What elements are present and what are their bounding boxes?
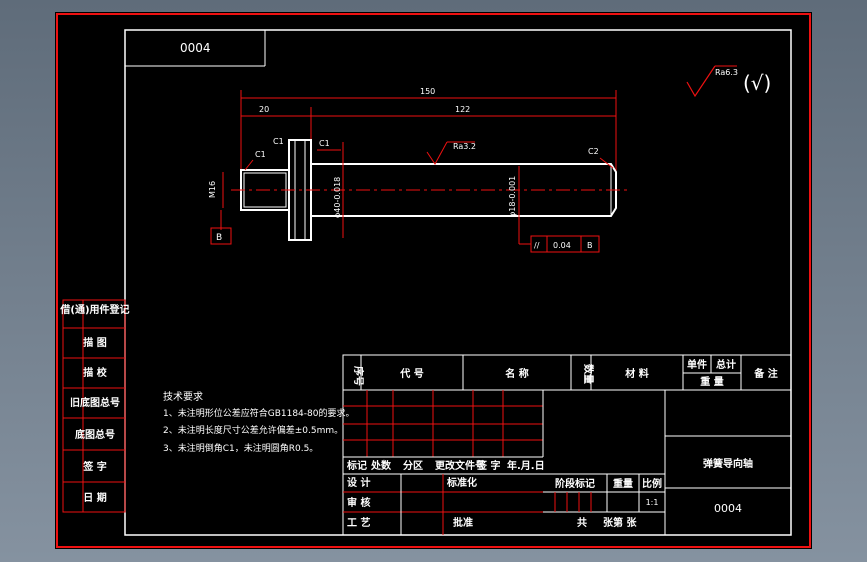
hdr-name: 名 称 [505, 367, 528, 380]
drawing-sheet: 0004 借(通)用件登记 描 图 描 校 旧底图总号 底图总号 签 字 日 期… [55, 12, 812, 549]
shaft-drawing: 150 20 122 C1 C1 C1 C2 Ra3.2 M16 φ40-0.0… [208, 87, 627, 253]
rev-label-zone: 分区 [403, 459, 423, 472]
chamfer-shoulder-left: C1 [273, 137, 284, 146]
top-number-box: 0004 [125, 30, 266, 67]
surface-roughness-note: Ra6.3 (√) [686, 65, 771, 98]
part-number: 0004 [714, 502, 742, 515]
rev-label-count: 处数 [370, 459, 392, 472]
hdr-qty: 数量 [582, 364, 595, 384]
rev-label-sign: 签 字 [476, 459, 500, 472]
side-label-0: 借(通)用件登记 [59, 303, 129, 316]
chamfer-left: C1 [255, 150, 266, 159]
part-name: 弹簧导向轴 [703, 457, 753, 470]
outer-frame [56, 13, 811, 548]
hdr-code: 代 号 [399, 367, 423, 380]
hdr-total: 总计 [716, 358, 736, 371]
hdr-seq: 序号 [352, 366, 365, 386]
stage-scale: 比例 [642, 477, 662, 490]
title-block: 序号 代 号 名 称 数量 材 料 单件 总计 重 量 备 注 标记 处数 分区… [342, 354, 792, 536]
side-label-5: 签 字 [82, 460, 106, 473]
chamfer-right: C2 [588, 147, 599, 156]
dim-right-length: 122 [455, 105, 470, 114]
top-drawing-number: 0004 [180, 41, 211, 55]
role-approve: 批准 [453, 516, 473, 529]
tolerance-datum: B [587, 241, 593, 250]
technical-requirements: 技术要求 1、未注明形位公差应符合GB1184-80的要求。 2、未注明长度尺寸… [163, 390, 354, 454]
dim-overall-length: 150 [420, 87, 435, 96]
hdr-material: 材 料 [625, 367, 648, 380]
side-label-1: 描 图 [83, 336, 106, 349]
role-standardize: 标准化 [446, 476, 477, 489]
side-label-6: 日 期 [83, 491, 106, 504]
rev-label-docno: 更改文件号 [435, 459, 485, 472]
roughness-symbol-icon [686, 65, 716, 98]
tech-req-line-3: 3、未注明倒角C1，未注明圆角R0.5。 [163, 442, 318, 454]
chamfer-shoulder-right: C1 [319, 139, 330, 148]
shaft-diameter: φ18-0.001 [508, 176, 517, 217]
stage-weight: 重量 [613, 477, 633, 490]
shaft-roughness: Ra3.2 [453, 142, 476, 151]
stage-scale-value: 1:1 [646, 498, 659, 507]
hdr-remark: 备 注 [753, 367, 777, 380]
hdr-weight: 重 量 [700, 375, 723, 388]
role-process: 工 艺 [347, 516, 370, 529]
side-label-4: 底图总号 [75, 428, 115, 441]
datum-label: B [216, 233, 222, 243]
tolerance-symbol: // [534, 241, 540, 250]
roughness-bracket-check: (√) [743, 71, 771, 95]
collar-diameter: φ40-0.018 [333, 177, 342, 218]
left-side-strip: 借(通)用件登记 描 图 描 校 旧底图总号 底图总号 签 字 日 期 [59, 299, 130, 513]
rev-label-date: 年.月.日 [507, 459, 545, 472]
rev-label-mark: 标记 [346, 459, 367, 472]
sheet-current: 张第 张 [603, 516, 637, 529]
tech-req-line-2: 2、未注明长度尺寸公差允许偏差±0.5mm。 [163, 424, 343, 436]
role-design: 设 计 [347, 476, 370, 489]
role-review: 审 核 [347, 496, 370, 509]
drawing-canvas: 0004 借(通)用件登记 描 图 描 校 旧底图总号 底图总号 签 字 日 期… [56, 13, 811, 548]
sheet-total: 共 [577, 516, 587, 529]
thread-size: M16 [208, 181, 217, 198]
tech-req-line-1: 1、未注明形位公差应符合GB1184-80的要求。 [163, 407, 354, 419]
tech-req-title: 技术要求 [163, 390, 203, 403]
stage-mark: 阶段标记 [555, 477, 595, 490]
side-label-2: 描 校 [83, 366, 107, 379]
side-label-3: 旧底图总号 [70, 396, 120, 409]
tolerance-value: 0.04 [553, 241, 571, 250]
hdr-unit: 单件 [687, 358, 707, 371]
dim-left-length: 20 [259, 105, 269, 114]
roughness-value: Ra6.3 [715, 68, 738, 77]
